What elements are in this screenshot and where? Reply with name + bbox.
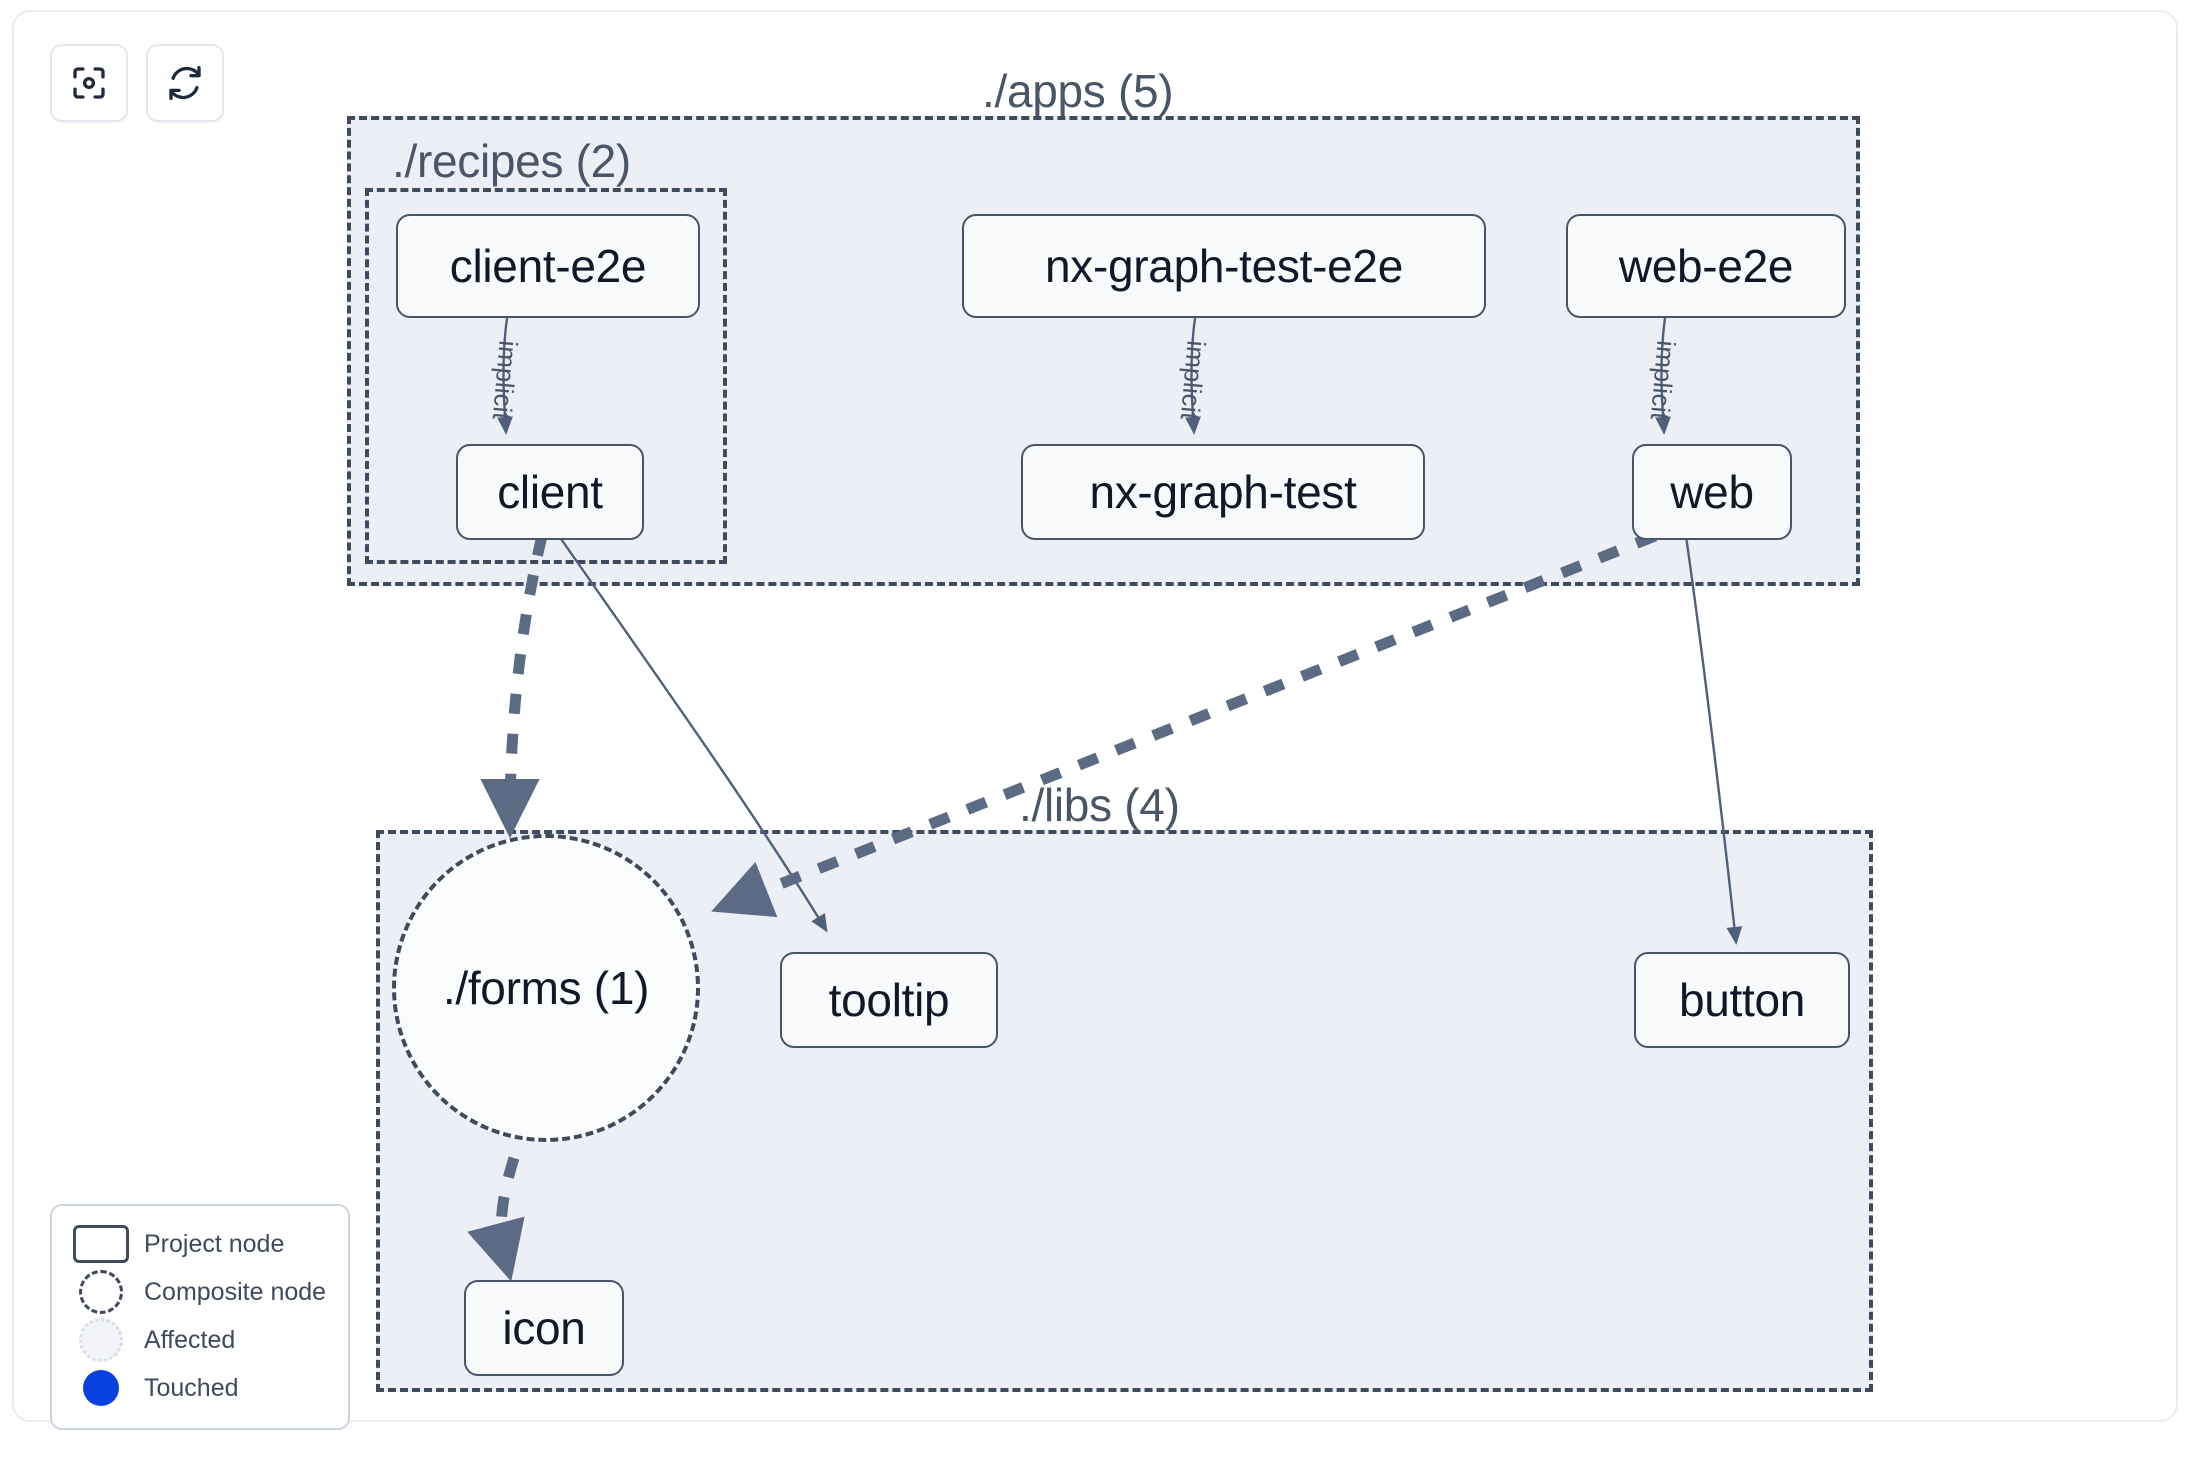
node-forms-composite[interactable]: ./forms (1) [392, 834, 700, 1142]
touched-swatch [70, 1370, 132, 1406]
node-web-e2e[interactable]: web-e2e [1566, 214, 1846, 318]
legend-label-composite-node: Composite node [144, 1277, 327, 1306]
graph-legend: Project node Composite node Affected Tou… [50, 1204, 350, 1430]
node-web[interactable]: web [1632, 444, 1792, 540]
node-nx-graph-test-e2e[interactable]: nx-graph-test-e2e [962, 214, 1486, 318]
legend-label-touched: Touched [144, 1373, 239, 1402]
node-button[interactable]: button [1634, 952, 1850, 1048]
affected-swatch [70, 1318, 132, 1362]
graph-panel: ./apps (5) ./recipes (2) ./libs (4) [12, 10, 2178, 1430]
node-icon[interactable]: icon [464, 1280, 624, 1376]
group-libs-label: ./libs (4) [1019, 779, 1180, 831]
node-nx-graph-test[interactable]: nx-graph-test [1021, 444, 1425, 540]
legend-label-affected: Affected [144, 1325, 236, 1354]
project-node-swatch [70, 1225, 132, 1263]
node-client[interactable]: client [456, 444, 644, 540]
legend-item-touched: Touched [70, 1364, 330, 1412]
legend-label-project-node: Project node [144, 1229, 285, 1258]
group-apps-label: ./apps (5) [982, 65, 1174, 117]
refresh-icon [164, 62, 206, 104]
legend-item-affected: Affected [70, 1316, 330, 1364]
node-tooltip[interactable]: tooltip [780, 952, 998, 1048]
node-client-e2e[interactable]: client-e2e [396, 214, 700, 318]
focus-graph-button[interactable] [50, 44, 128, 122]
refresh-graph-button[interactable] [146, 44, 224, 122]
focus-target-icon [68, 62, 110, 104]
graph-toolbar [50, 44, 224, 122]
legend-item-project-node: Project node [70, 1220, 330, 1268]
composite-node-swatch [70, 1270, 132, 1314]
legend-item-composite-node: Composite node [70, 1268, 330, 1316]
